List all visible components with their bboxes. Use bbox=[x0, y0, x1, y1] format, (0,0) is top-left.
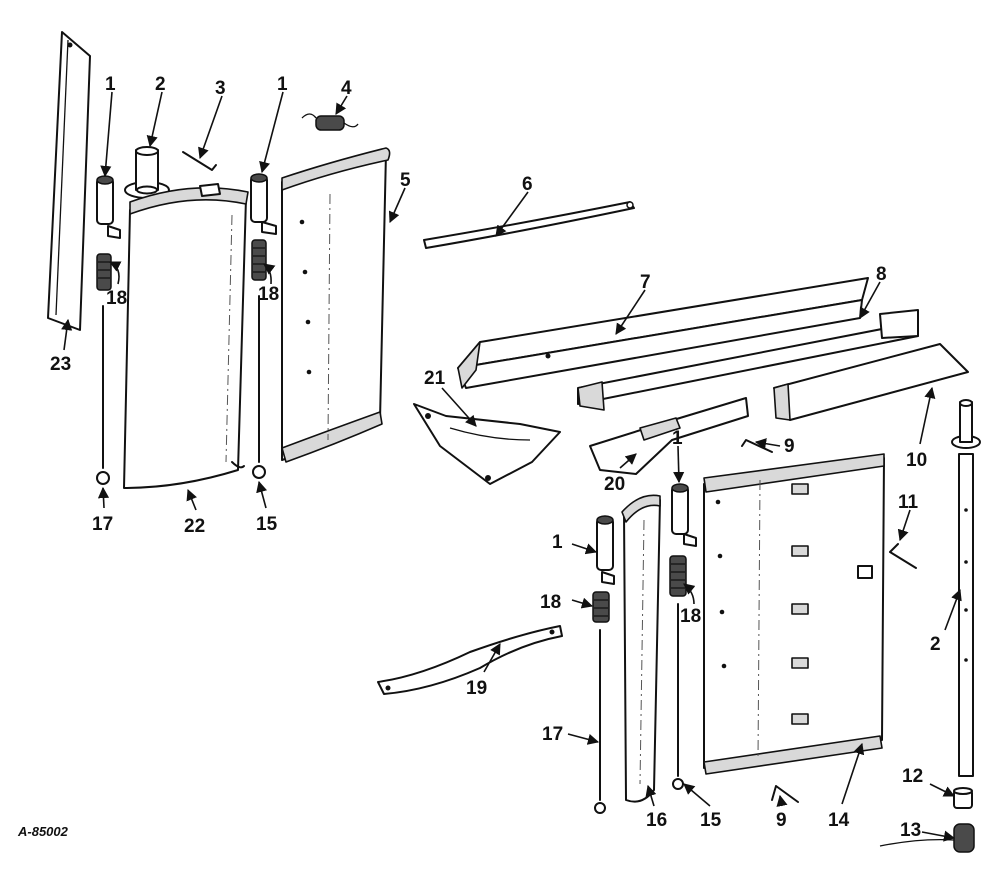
callout-14: 14 bbox=[828, 810, 850, 831]
part-9-pin-b bbox=[771, 785, 799, 803]
callout-9: 9 bbox=[784, 436, 795, 457]
part-11-pin bbox=[889, 543, 917, 569]
callout-1: 1 bbox=[105, 74, 116, 95]
callout-10: 10 bbox=[906, 450, 927, 471]
part-3-pin bbox=[182, 151, 217, 171]
part-16-narrow-door bbox=[621, 494, 661, 803]
part-14-large-door bbox=[703, 453, 885, 775]
callout-15: 15 bbox=[256, 514, 278, 535]
callout-20: 20 bbox=[604, 474, 625, 495]
callout-1: 1 bbox=[277, 74, 288, 95]
callout-labels: 1 2 3 1 4 5 6 18 18 23 17 22 15 7 8 21 1… bbox=[50, 74, 941, 841]
part-18-spring-c bbox=[592, 591, 610, 623]
part-10-angle bbox=[773, 343, 969, 421]
part-4-spring bbox=[301, 113, 359, 131]
callout-22: 22 bbox=[184, 516, 205, 537]
callout-17: 17 bbox=[92, 514, 113, 535]
part-20-bracket bbox=[589, 397, 749, 475]
part-18-spring-b bbox=[251, 239, 267, 281]
callout-23: 23 bbox=[50, 354, 71, 375]
callout-17: 17 bbox=[542, 724, 563, 745]
callout-6: 6 bbox=[522, 174, 533, 195]
callout-13: 13 bbox=[900, 820, 921, 841]
part-23-shield bbox=[47, 31, 91, 331]
part-8-channel bbox=[577, 309, 919, 411]
part-21-bracket bbox=[413, 403, 561, 485]
callout-2: 2 bbox=[930, 634, 941, 655]
part-22-curved-door bbox=[123, 183, 249, 489]
part-2-pivot-upper bbox=[124, 146, 170, 199]
callout-18: 18 bbox=[106, 288, 127, 309]
callout-5: 5 bbox=[400, 170, 411, 191]
callout-18: 18 bbox=[540, 592, 561, 613]
callout-18: 18 bbox=[258, 284, 279, 305]
part-17-rod-b bbox=[594, 629, 606, 814]
part-1-hinge-bushing-b bbox=[250, 173, 277, 235]
part-13-spring bbox=[879, 823, 975, 853]
part-1-hinge-bushing-a bbox=[96, 175, 121, 239]
part-17-rod-a bbox=[96, 305, 110, 485]
part-1-hinge-bushing-d bbox=[671, 483, 697, 547]
callout-21: 21 bbox=[424, 368, 446, 389]
leader-lines bbox=[61, 91, 962, 842]
callout-12: 12 bbox=[902, 766, 923, 787]
part-19-brace bbox=[377, 625, 563, 695]
callout-15: 15 bbox=[700, 810, 722, 831]
drawing-number: A-85002 bbox=[17, 824, 69, 839]
callout-7: 7 bbox=[640, 272, 651, 293]
part-15-rod-b bbox=[672, 603, 684, 790]
callout-18: 18 bbox=[680, 606, 701, 627]
part-2-shaft bbox=[951, 399, 981, 777]
callout-11: 11 bbox=[898, 492, 919, 513]
callout-16: 16 bbox=[646, 810, 667, 831]
callout-8: 8 bbox=[876, 264, 887, 285]
callout-1: 1 bbox=[552, 532, 563, 553]
callout-3: 3 bbox=[215, 78, 226, 99]
part-15-rod-a bbox=[252, 295, 266, 479]
callout-9: 9 bbox=[776, 810, 787, 831]
callout-4: 4 bbox=[341, 78, 352, 99]
callout-19: 19 bbox=[466, 678, 487, 699]
part-12-bushing bbox=[953, 787, 973, 809]
part-18-spring-d bbox=[669, 555, 687, 597]
callout-2: 2 bbox=[155, 74, 166, 95]
part-1-hinge-bushing-c bbox=[596, 515, 615, 585]
part-5-door-panel bbox=[281, 147, 391, 463]
part-6-strap bbox=[423, 201, 635, 249]
callout-1: 1 bbox=[672, 428, 683, 449]
part-18-spring-a bbox=[96, 253, 112, 291]
